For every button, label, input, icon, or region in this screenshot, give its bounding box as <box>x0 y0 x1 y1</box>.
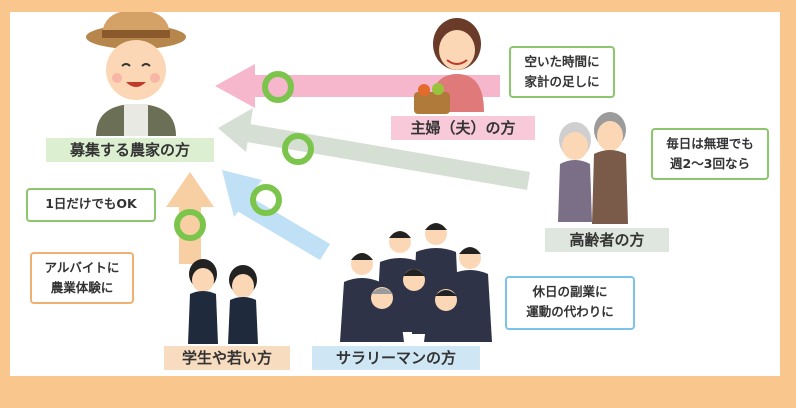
housewife-illustration <box>414 18 484 114</box>
elderly-illustration <box>558 112 628 224</box>
circle-icon <box>282 133 314 165</box>
students-speech-bubble: アルバイトに 農業体験に <box>30 252 134 304</box>
circle-icon <box>262 71 294 103</box>
housewife-label: 主婦（夫）の方 <box>391 116 535 140</box>
salaryman-label: サラリーマンの方 <box>312 346 480 370</box>
students-illustration <box>188 259 258 344</box>
salaryman-speech-bubble: 休日の副業に 運動の代わりに <box>505 276 635 330</box>
housewife-speech-bubble: 空いた時間に 家計の足しに <box>509 46 615 98</box>
oneday-speech-bubble: 1日だけでもOK <box>26 188 156 222</box>
farmer-illustration <box>86 12 186 136</box>
students-label: 学生や若い方 <box>164 346 290 370</box>
farmer-label: 募集する農家の方 <box>46 138 214 162</box>
arrow-students <box>166 172 214 264</box>
circle-icon <box>174 209 206 241</box>
arrow-salaryman <box>222 170 330 260</box>
salaryman-illustration <box>340 223 492 342</box>
circle-icon <box>250 184 282 216</box>
diagram-panel: 募集する農家の方 主婦（夫）の方 高齢者の方 学生や若い方 サラリーマンの方 空… <box>10 12 780 376</box>
elderly-label: 高齢者の方 <box>545 228 669 252</box>
illustration-layer <box>86 12 628 344</box>
elderly-speech-bubble: 毎日は無理でも 週2〜3回なら <box>651 128 769 180</box>
